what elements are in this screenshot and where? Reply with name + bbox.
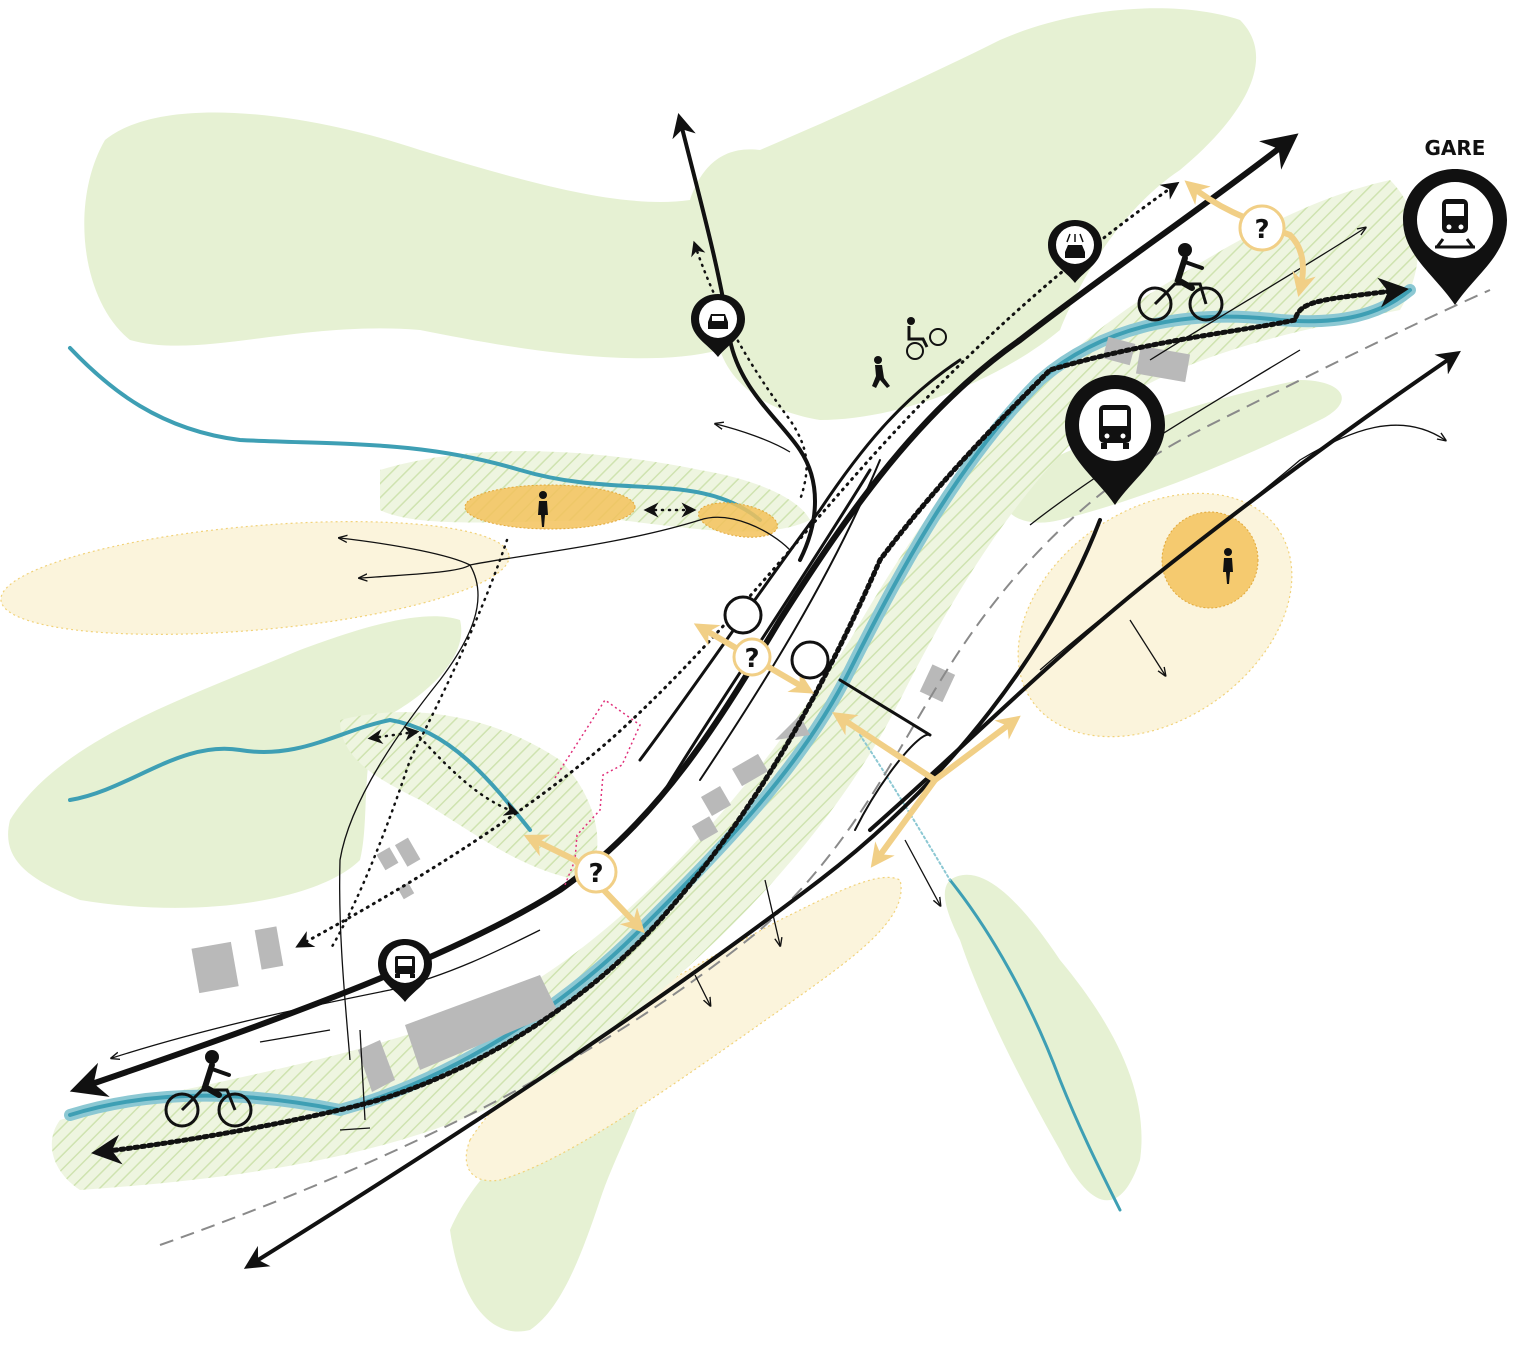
question-mark: ? — [1254, 215, 1269, 245]
car-pin — [691, 294, 745, 357]
question-mark: ? — [588, 859, 603, 889]
station-pin: GARE — [1403, 136, 1507, 305]
person-icon — [1223, 548, 1233, 584]
truck-pin — [378, 939, 432, 1002]
cyclists — [164, 243, 1224, 1128]
roundabout-icon — [723, 595, 763, 635]
bus-pin — [1065, 375, 1165, 505]
car-icon — [708, 314, 728, 329]
pins: GARE — [378, 136, 1507, 1002]
bicycle-icon — [1137, 243, 1224, 322]
car-lane-icon — [1065, 233, 1085, 258]
question-marks: ? ? ? — [574, 204, 1286, 894]
question-badge: ? — [1238, 204, 1286, 252]
person-icon — [538, 491, 548, 527]
bus-icon — [1099, 405, 1131, 449]
roundabout-icon — [790, 640, 830, 680]
truck-icon — [395, 956, 415, 978]
question-mark: ? — [744, 644, 759, 674]
roundabouts — [723, 595, 830, 680]
pedestrian-group — [872, 317, 947, 388]
train-icon — [1435, 199, 1475, 249]
station-label: GARE — [1425, 136, 1486, 160]
question-badge: ? — [732, 637, 772, 677]
cycle-route — [91, 277, 1409, 1165]
car-lane-pin — [1048, 220, 1102, 283]
wheelchair-icon — [906, 317, 947, 360]
question-badge: ? — [574, 850, 618, 894]
bicycle-icon — [164, 1050, 253, 1128]
pedestrian-icon — [872, 356, 890, 388]
person-icons — [538, 491, 1233, 584]
